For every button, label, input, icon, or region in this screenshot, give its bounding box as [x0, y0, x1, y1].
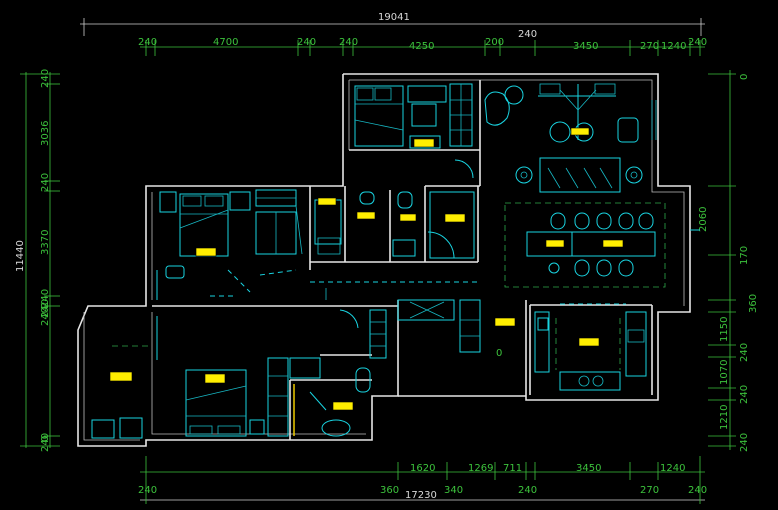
dim-bottom2-2: 340 [444, 485, 463, 496]
dim-right-5: 240 [739, 343, 750, 362]
dim-left-3: 3370 [40, 230, 51, 255]
room-tag-bedroom-lower [204, 373, 226, 384]
dim-bottom1-0: 1620 [410, 463, 435, 474]
dining-area [504, 202, 700, 288]
room-tag-dining-2 [602, 239, 624, 248]
room-tag-living-room [570, 127, 590, 136]
upper-left-bedroom [156, 189, 303, 300]
dim-right-7: 240 [739, 385, 750, 404]
kitchen [534, 303, 647, 391]
room-tag-balcony [109, 371, 133, 382]
dim-bottom1-2: 711 [503, 463, 522, 474]
room-tag-bathroom-3 [399, 213, 417, 222]
dim-left-5: 240 [40, 299, 51, 318]
dim-bottom-total: 17230 [405, 490, 437, 501]
dim-right-col: 0 2060 170 360 1150 240 1070 240 1210 24… [698, 74, 759, 452]
dim-top-6: 3450 [573, 41, 598, 52]
dim-bottom1-1: 1269 [468, 463, 493, 474]
dim-top-1: 4700 [213, 37, 238, 48]
room-tag-bedroom-upper [195, 247, 217, 257]
dim-bottom1-3: 3450 [576, 463, 601, 474]
dim-left-2: 240 [40, 173, 51, 192]
dim-top-9: 240 [688, 37, 707, 48]
dim-top-row: 240 4700 240 240 4250 200 3450 270 1240 … [138, 37, 707, 52]
room-tag-bathroom-2 [356, 211, 376, 220]
top-dimension-lines [80, 18, 705, 56]
dim-top-mid: 240 [518, 29, 537, 40]
dim-bottom2-0: 240 [138, 485, 157, 496]
dim-top-5: 200 [485, 37, 504, 48]
dim-left-1: 3036 [40, 121, 51, 146]
dim-left-0: 240 [40, 69, 51, 88]
dim-right-9: 240 [739, 433, 750, 452]
dim-right-4: 1150 [719, 317, 730, 342]
exterior-walls [77, 73, 691, 447]
bottom-dimension-lines [140, 456, 705, 504]
dim-top-4: 4250 [409, 41, 434, 52]
room-tag-kitchen [578, 337, 600, 347]
dim-top-total: 19041 [378, 12, 410, 23]
dim-left-7: 240 [40, 433, 51, 452]
dim-top-8: 1240 [661, 41, 686, 52]
living-room [484, 83, 657, 193]
master-bedroom-upper [354, 83, 473, 149]
lower-left-bedroom [112, 316, 321, 437]
left-dimension-lines [20, 72, 60, 448]
dim-right-6: 1070 [719, 360, 730, 385]
dim-right-8: 1210 [719, 405, 730, 430]
dim-top-3: 240 [339, 37, 358, 48]
dim-bottom2-1: 360 [380, 485, 399, 496]
dim-right-2: 170 [739, 246, 750, 265]
dim-top-2: 240 [297, 37, 316, 48]
lower-corridor-cabinets [369, 299, 481, 359]
dim-left-6: 240 [40, 307, 51, 326]
dim-bottom-row2: 240 360 340 240 270 240 [138, 485, 707, 496]
room-tag-master-bedroom [413, 138, 435, 148]
dim-bottom-row1: 1620 1269 711 3450 1240 [410, 463, 685, 474]
lower-bathroom [91, 360, 371, 439]
dim-left-total: 11440 [15, 240, 26, 272]
dim-top-7: 270 [640, 41, 659, 52]
marker-zero: 0 [496, 348, 502, 359]
room-tag-corridor [494, 317, 516, 327]
dim-right-0: 0 [739, 74, 750, 80]
dim-bottom1-4: 1240 [660, 463, 685, 474]
dim-left-4: 240 [40, 289, 51, 308]
dim-right-1: 2060 [698, 207, 709, 232]
room-label-markers [109, 127, 624, 411]
dim-left-col: 11440 240 3036 240 3370 240 240 240 240 … [15, 69, 51, 452]
dim-bottom2-3: 240 [518, 485, 537, 496]
right-dimension-lines [708, 70, 736, 450]
room-tag-bathroom-1 [317, 197, 337, 206]
dim-top-0: 240 [138, 37, 157, 48]
dim-bottom2-4: 270 [640, 485, 659, 496]
dim-bottom2-5: 240 [688, 485, 707, 496]
dim-right-3: 360 [748, 294, 759, 313]
room-tag-dining-1 [545, 239, 565, 248]
room-tag-lower-bath [332, 401, 354, 411]
room-tag-storage [444, 213, 466, 223]
dim-left-8: 0 [40, 436, 51, 442]
